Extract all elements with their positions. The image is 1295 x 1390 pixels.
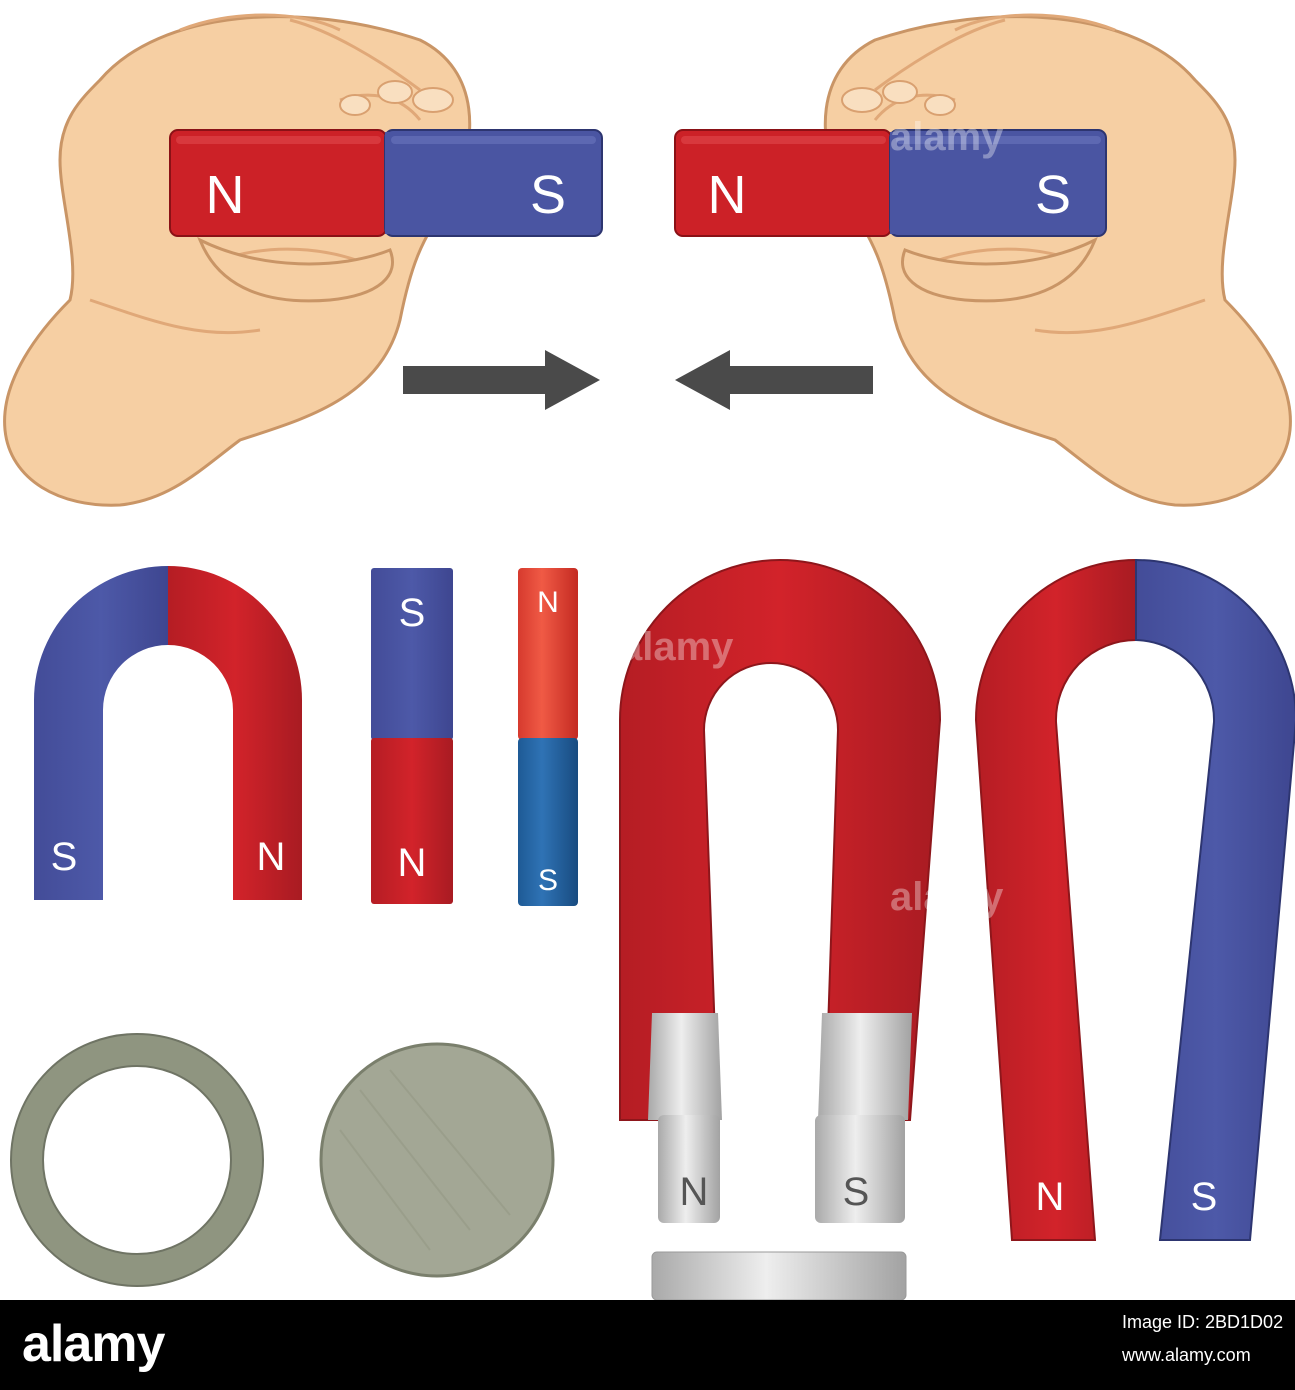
left-thumb xyxy=(197,236,394,303)
watermark-3: alamy xyxy=(890,875,1004,919)
large-horseshoe-left-label: N xyxy=(1036,1175,1065,1219)
brand-logo[interactable]: alamy xyxy=(22,1315,165,1373)
small-horseshoe-magnet: S N xyxy=(34,566,302,900)
bar-magnet-right: N S xyxy=(674,129,1107,237)
bar-left-south-label: S xyxy=(530,165,566,225)
rect-magnet-bottom-label: N xyxy=(398,841,427,885)
keeper-bar xyxy=(651,1251,907,1300)
rect-magnet-top-label: S xyxy=(399,591,426,635)
silver-tipped-horseshoe-magnet: N S xyxy=(619,559,942,1300)
site-url[interactable]: www.alamy.com xyxy=(1122,1345,1251,1365)
watermark-2: alamy xyxy=(620,625,734,669)
arrow-right-icon xyxy=(403,350,600,410)
bar-right-north-label: N xyxy=(708,165,747,225)
footer-bar: alamy Image ID: 2BD1D02 www.alamy.com xyxy=(0,1300,1295,1390)
small-horseshoe-right-label: N xyxy=(257,835,286,879)
steel-ring xyxy=(10,1033,264,1287)
rect-bar-magnet: S N xyxy=(371,568,453,904)
large-horseshoe-magnet: N S xyxy=(974,558,1295,1241)
cylinder-bottom-label: S xyxy=(538,864,558,897)
cylinder-magnet: N S xyxy=(518,568,578,906)
right-thumb xyxy=(901,236,1098,303)
watermark-1: alamy xyxy=(890,115,1004,159)
silver-horseshoe-right-label: S xyxy=(843,1170,870,1214)
small-horseshoe-left-label: S xyxy=(51,835,78,879)
silver-horseshoe-left-label: N xyxy=(680,1170,709,1214)
bar-left-north-label: N xyxy=(206,165,245,225)
magnet-illustration: N S N S S N S N xyxy=(3,13,1295,1300)
large-horseshoe-right-label: S xyxy=(1191,1175,1218,1219)
bar-right-south-label: S xyxy=(1035,165,1071,225)
steel-disc xyxy=(319,1042,555,1278)
cylinder-top-label: N xyxy=(537,586,559,619)
image-id: Image ID: 2BD1D02 xyxy=(1122,1312,1284,1332)
bar-magnet-left: N S xyxy=(169,129,603,237)
arrow-left-icon xyxy=(675,350,873,410)
